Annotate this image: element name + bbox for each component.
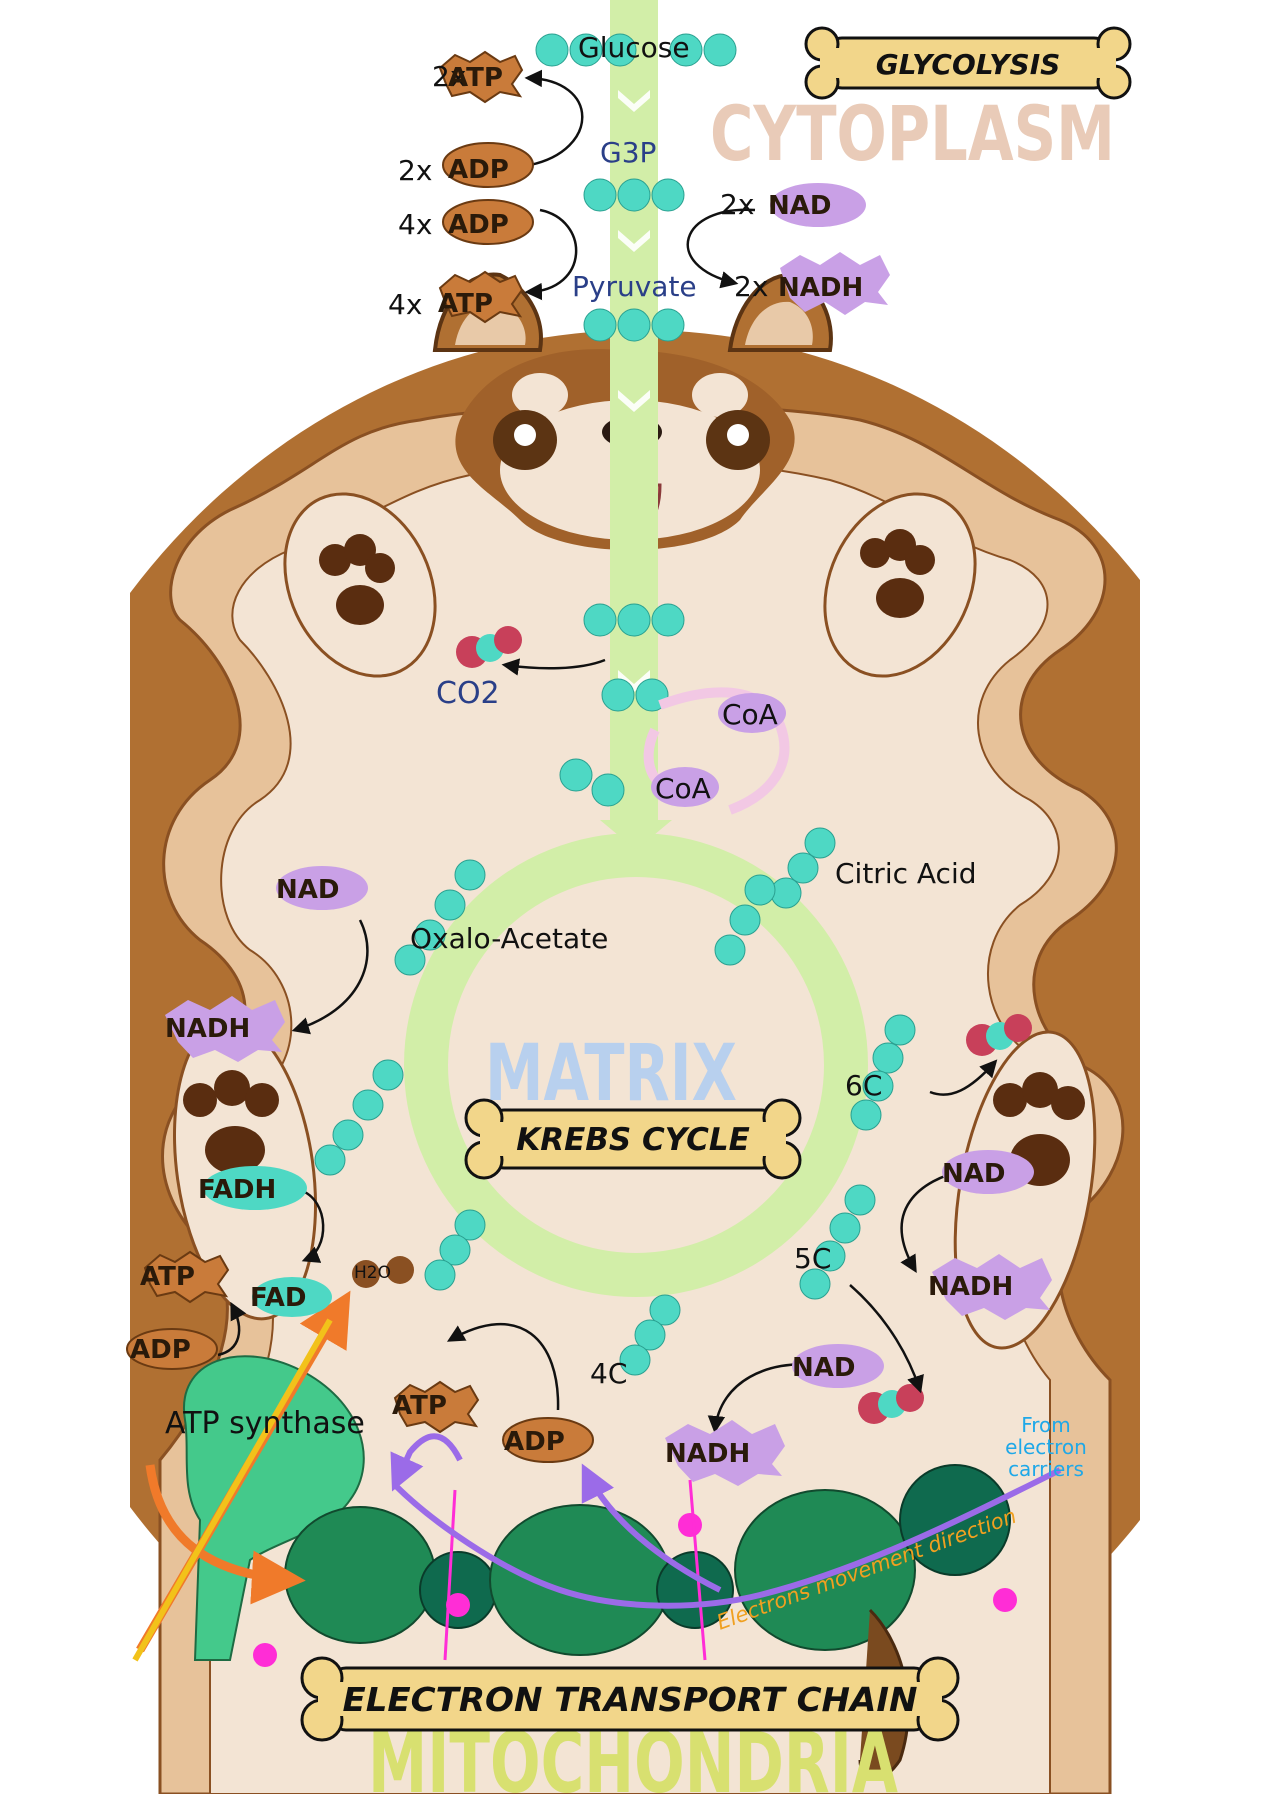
g3p-label: G3P <box>600 136 656 169</box>
svg-text:ADP: ADP <box>448 155 509 185</box>
nad-badge-right-bottom: NAD <box>792 1344 884 1388</box>
fadh-badge: FADH <box>198 1166 307 1210</box>
etc-complex-3 <box>489 1504 671 1656</box>
atp-badge-left: ATP <box>140 1250 230 1304</box>
svg-text:NAD: NAD <box>276 875 339 905</box>
svg-text:ATP: ATP <box>438 289 493 319</box>
atp-synthase-label: ATP synthase <box>165 1406 365 1441</box>
co2-label: CO2 <box>436 676 500 711</box>
svg-text:NAD: NAD <box>942 1159 1005 1189</box>
paw-top-right-icon <box>823 492 977 678</box>
svg-text:NADH: NADH <box>165 1014 250 1044</box>
svg-text:ADP: ADP <box>504 1427 565 1457</box>
nadh-badge-left: NADH <box>165 996 285 1062</box>
atp-badge-4x: 4x ATP <box>388 270 524 324</box>
adp-badge-top: 2x ADP <box>398 142 534 188</box>
svg-text:KREBS CYCLE: KREBS CYCLE <box>516 1122 750 1158</box>
electron-flow-arrow-adp <box>581 1463 722 1593</box>
h2o-badge: H2O <box>352 1256 414 1288</box>
svg-text:2x: 2x <box>432 60 466 93</box>
co2-molecule-right-icon <box>966 1014 1032 1056</box>
svg-text:2x: 2x <box>398 154 432 187</box>
krebs-banner: KREBS CYCLE <box>464 1098 802 1180</box>
svg-text:ATP: ATP <box>448 63 503 93</box>
glycolysis-banner: GLYCOLYSIS <box>804 26 1132 100</box>
electron-flow-arrow <box>392 1467 1062 1609</box>
proton-dots <box>253 1513 1017 1667</box>
glycolysis-arrows <box>217 69 998 1434</box>
svg-text:ATP: ATP <box>392 1391 447 1421</box>
svg-text:NADH: NADH <box>665 1439 750 1469</box>
adp-badge-4x: 4x ADP <box>398 199 534 245</box>
svg-text:ADP: ADP <box>448 210 509 240</box>
svg-text:H2O: H2O <box>354 1263 391 1283</box>
nad-badge-left: NAD <box>276 866 368 910</box>
dog-paws <box>173 492 1097 1350</box>
etc-banner: ELECTRON TRANSPORT CHAIN <box>300 1656 960 1742</box>
atp-badge-top: 2x ATP <box>432 50 524 104</box>
nad-badge-glycolysis: 2x NAD <box>720 183 866 227</box>
six-c-label: 6C <box>845 1069 882 1102</box>
cytoplasm-title: CYTOPLASM <box>710 89 1115 178</box>
five-c-label: 5C <box>794 1242 831 1275</box>
glucose-label: Glucose <box>578 31 690 64</box>
fad-badge: FAD <box>250 1277 332 1317</box>
svg-text:ELECTRON TRANSPORT CHAIN: ELECTRON TRANSPORT CHAIN <box>343 1680 918 1719</box>
svg-text:4x: 4x <box>388 288 422 321</box>
molecule-beads <box>314 33 916 1376</box>
etc-complex-1 <box>284 1506 436 1644</box>
adp-badge-bottom: ADP <box>502 1417 594 1463</box>
nadh-badge-glycolysis: 2x NADH <box>734 252 890 315</box>
svg-text:2x: 2x <box>720 188 754 221</box>
svg-text:GLYCOLYSIS: GLYCOLYSIS <box>876 48 1061 81</box>
svg-text:NAD: NAD <box>792 1353 855 1383</box>
coa-badge-top: CoA <box>718 693 786 733</box>
pyruvate-label: Pyruvate <box>572 270 697 303</box>
nadh-badge-bottom: NADH <box>665 1420 785 1486</box>
adp-badge-left: ADP <box>126 1328 218 1370</box>
rotation-arrow-yellow <box>132 1318 333 1662</box>
proton-arrows <box>443 1479 707 1661</box>
coa-badge-bottom: CoA <box>651 767 719 807</box>
co2-molecule-lower-icon <box>858 1384 924 1424</box>
nadh-badge-right-top: NADH <box>928 1254 1052 1320</box>
co2-molecule-icon <box>456 626 522 668</box>
electron-flow-arrow-left <box>390 1433 463 1492</box>
paw-top-left-icon <box>283 492 437 678</box>
svg-text:CoA: CoA <box>722 698 778 731</box>
svg-text:4x: 4x <box>398 208 432 241</box>
from-carriers-line3: carriers <box>1008 1457 1084 1481</box>
four-c-label: 4C <box>590 1357 627 1390</box>
krebs-ring <box>404 833 868 1297</box>
electron-transport-chain <box>182 1355 1011 1781</box>
pathway <box>404 0 868 1297</box>
svg-text:CoA: CoA <box>655 772 711 805</box>
svg-text:2x: 2x <box>734 270 768 303</box>
svg-text:NADH: NADH <box>928 1272 1013 1302</box>
svg-text:FADH: FADH <box>198 1175 276 1205</box>
from-carriers-line1: From <box>1021 1413 1071 1437</box>
svg-text:ATP: ATP <box>140 1262 195 1292</box>
svg-text:NADH: NADH <box>778 273 863 303</box>
atp-synthase-protein <box>182 1355 365 1661</box>
matrix-title: MATRIX <box>485 1029 737 1119</box>
svg-text:NAD: NAD <box>768 191 831 221</box>
atp-badge-bottom: ATP <box>392 1380 480 1434</box>
nad-badge-right-top: NAD <box>942 1150 1034 1194</box>
citric-acid-label: Citric Acid <box>835 857 977 890</box>
svg-text:ADP: ADP <box>130 1335 191 1365</box>
svg-text:FAD: FAD <box>250 1283 306 1313</box>
oxalo-acetate-label: Oxalo-Acetate <box>410 922 608 955</box>
from-carriers-line2: electron <box>1005 1435 1087 1459</box>
